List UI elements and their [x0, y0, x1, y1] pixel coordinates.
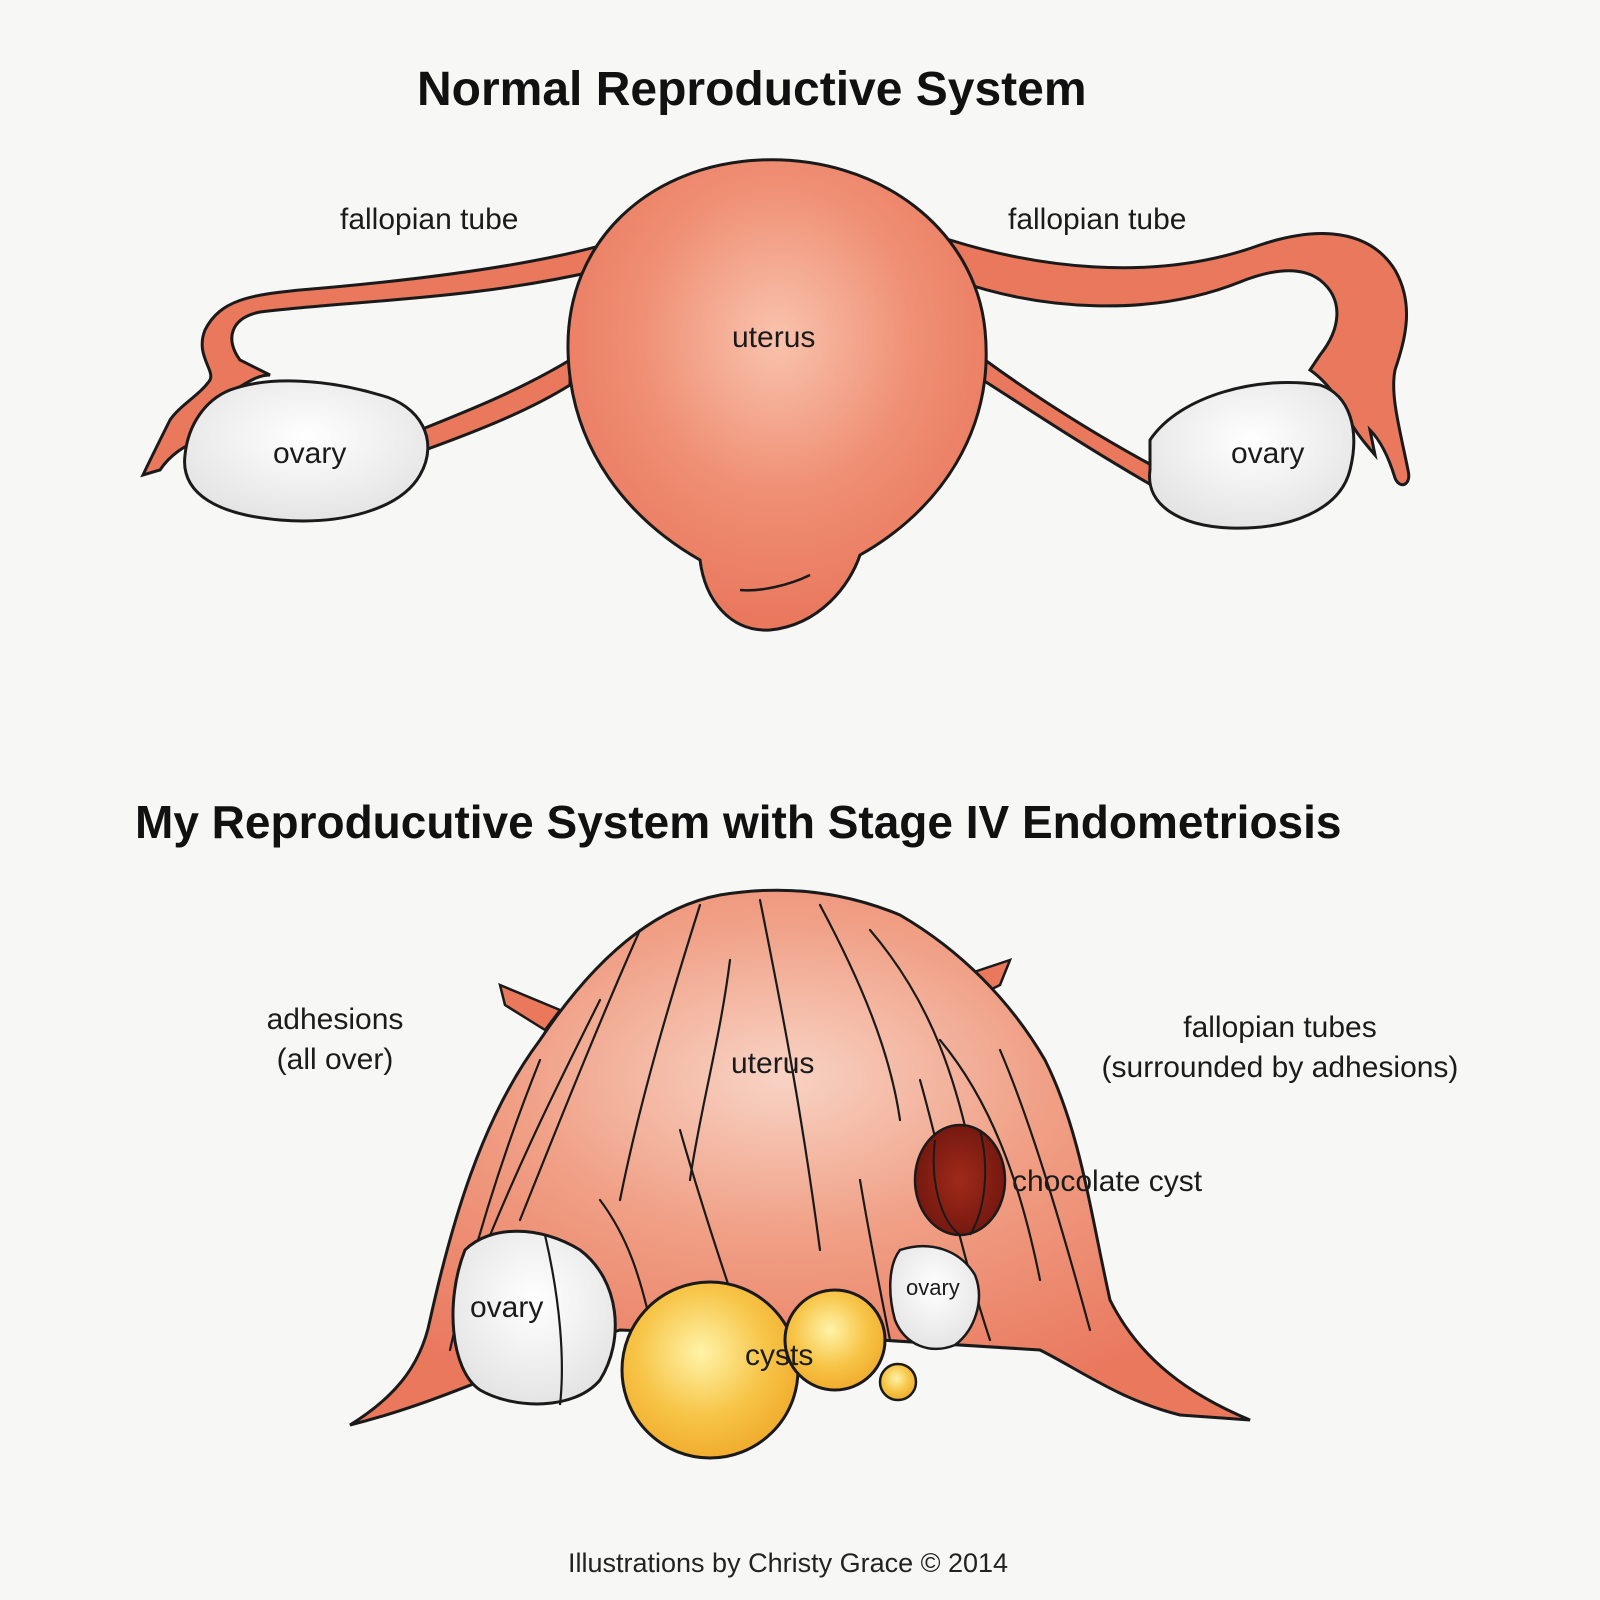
endometriosis-diagram: [349, 888, 1251, 1460]
left-ovary: [183, 379, 430, 523]
label-uterus-normal: uterus: [732, 321, 816, 354]
label-chocolate-cyst: chocolate cyst: [1012, 1165, 1203, 1198]
endo-title: My Reproducutive System with Stage IV En…: [135, 796, 1342, 848]
cysts: [620, 1280, 918, 1460]
label-cysts: cysts: [745, 1339, 814, 1372]
label-fallopian-tubes-line1: fallopian tubes: [1183, 1011, 1377, 1044]
label-adhesions-line1: adhesions: [266, 1003, 404, 1036]
label-fallopian-tube-right: fallopian tube: [1008, 203, 1187, 236]
label-adhesions-line2: (all over): [276, 1043, 394, 1076]
label-ovary-left-endo: ovary: [470, 1291, 544, 1324]
label-ovary-right-endo: ovary: [906, 1275, 960, 1300]
label-fallopian-tubes-line2: (surrounded by adhesions): [1101, 1051, 1459, 1084]
left-fallopian-tube: [140, 237, 624, 478]
right-ovary: [1148, 381, 1356, 530]
label-fallopian-tubes: fallopian tubes (surrounded by adhesions…: [1075, 1008, 1485, 1088]
normal-title: Normal Reproductive System: [417, 63, 1087, 116]
label-uterus-endo: uterus: [731, 1047, 815, 1080]
right-fallopian-tube: [948, 232, 1411, 487]
endo-right-ovary: [889, 1245, 981, 1351]
label-fallopian-tube-left: fallopian tube: [340, 203, 519, 236]
left-ovarian-ligament: [418, 357, 572, 452]
chocolate-cyst: [913, 1123, 1007, 1237]
label-adhesions: adhesions (all over): [240, 1000, 430, 1080]
illustration-credit: Illustrations by Christy Grace © 2014: [568, 1548, 1009, 1578]
label-ovary-left-normal: ovary: [273, 437, 347, 470]
right-ovarian-ligament: [972, 357, 1173, 492]
normal-uterus: [566, 158, 988, 632]
label-ovary-right-normal: ovary: [1231, 437, 1305, 470]
normal-diagram: [140, 158, 1411, 632]
